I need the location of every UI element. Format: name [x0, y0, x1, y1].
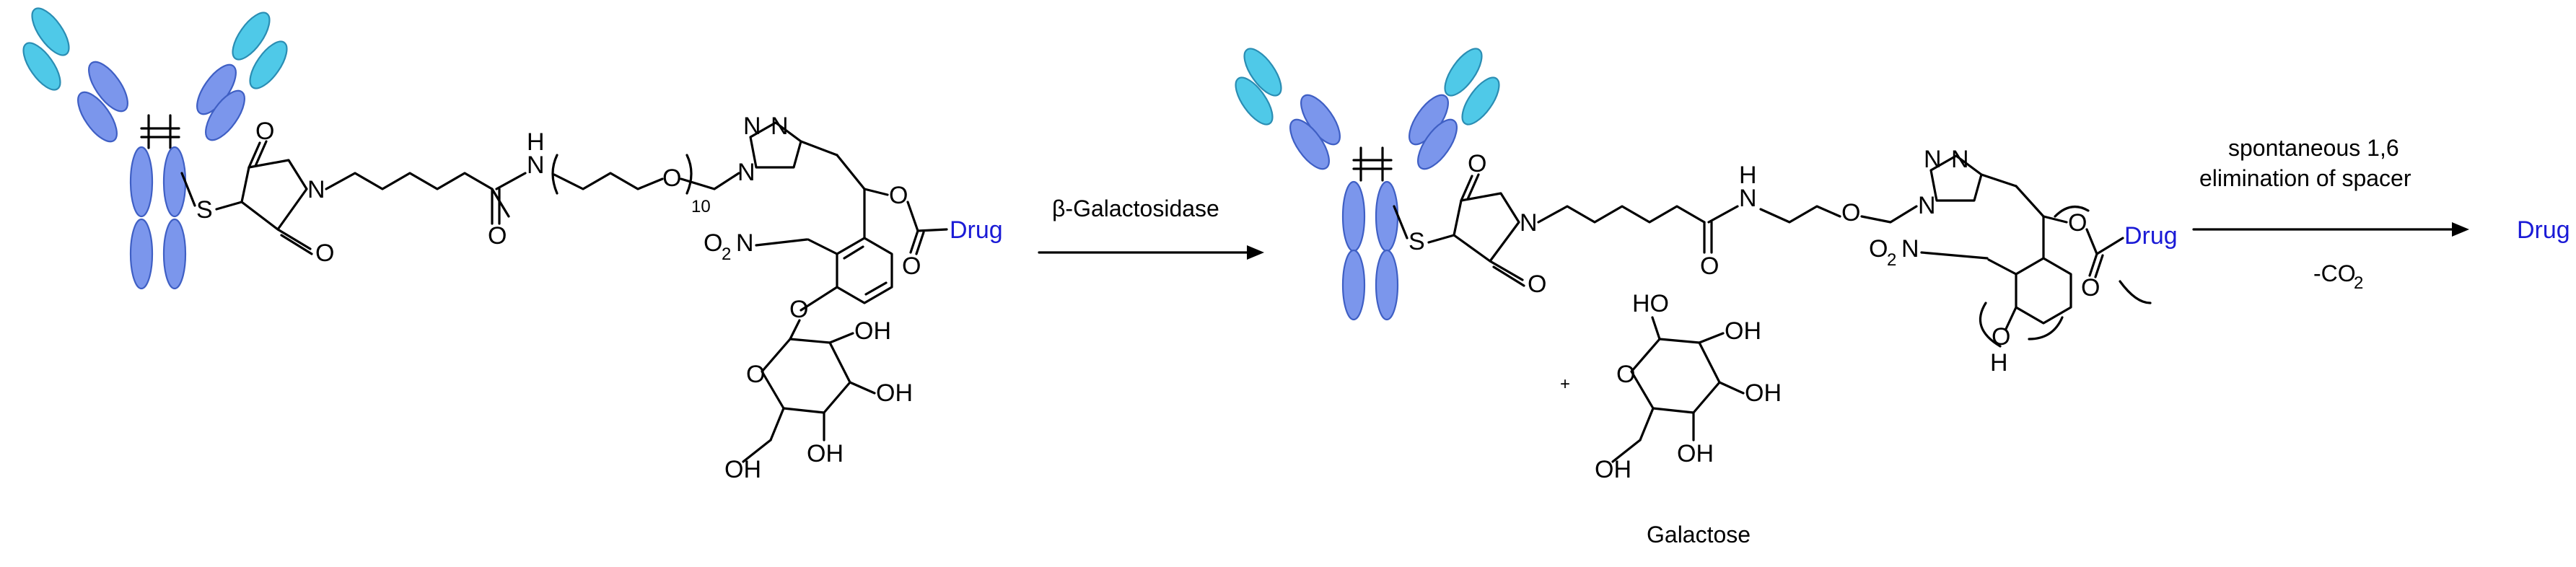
- sulfur-atom: S: [1409, 228, 1425, 255]
- hydroxyl-group: OH: [1725, 317, 1761, 345]
- succinimide-ring: O O: [240, 118, 334, 267]
- co2-label: -CO: [2313, 260, 2356, 286]
- drug-label: Drug: [2124, 222, 2178, 250]
- amide-hydrogen: H: [1739, 162, 1757, 189]
- nitro-subscript: 2: [722, 245, 731, 264]
- peg-repeat-count: 10: [691, 197, 711, 216]
- hydroxyl-group: OH: [1745, 379, 1782, 407]
- carbamate-carbonyl-oxygen: O: [2081, 274, 2100, 302]
- nitro-oxygen: O: [704, 229, 722, 257]
- hydroxyl-group: HO: [1632, 290, 1669, 317]
- nitro-nitrogen: N: [1901, 235, 1919, 263]
- glycosidic-oxygen: O: [789, 296, 808, 323]
- carbonyl-oxygen: O: [315, 239, 334, 267]
- triazole-nitrogen: N: [1918, 192, 1936, 219]
- galactose-byproduct: + O HO OH OH OH OH Galactose: [1560, 290, 1782, 548]
- amide-oxygen: O: [488, 222, 507, 250]
- antibody-icon: [22, 7, 288, 290]
- carbonyl-oxygen: O: [1528, 271, 1546, 298]
- carbamate-carbonyl-oxygen: O: [902, 252, 921, 280]
- triazole-nitrogen: N: [771, 113, 789, 140]
- intermediate-structure: S O O N O N H O N N N O O Drug: [1235, 48, 2178, 377]
- imide-nitrogen: N: [307, 176, 325, 203]
- plus-sign: +: [1560, 374, 1570, 394]
- reaction-arrow-2: spontaneous 1,6 elimination of spacer -C…: [2192, 135, 2469, 293]
- imide-nitrogen: N: [1520, 209, 1538, 237]
- sulfur-atom: S: [196, 196, 213, 224]
- hydroxyl-group: OH: [854, 317, 891, 345]
- triazole-nitrogen: N: [1924, 146, 1942, 173]
- triazole-nitrogen: N: [743, 113, 761, 140]
- ether-oxygen: O: [1841, 199, 1860, 227]
- ether-oxygen: O: [662, 164, 681, 192]
- drug-label: Drug: [950, 216, 1003, 244]
- phenol-hydrogen: H: [1990, 349, 2008, 377]
- nitro-oxygen: O: [1869, 235, 1888, 263]
- hydroxyl-group: OH: [1677, 440, 1714, 467]
- carbonyl-oxygen: O: [1468, 150, 1486, 177]
- amide-nitrogen: N: [527, 151, 545, 179]
- carbamate-oxygen: O: [889, 182, 908, 209]
- hydroxyl-group: OH: [876, 379, 913, 407]
- enzyme-label: β-Galactosidase: [1052, 195, 1219, 221]
- amide-nitrogen: N: [1739, 185, 1757, 212]
- hydroxyl-group: OH: [724, 456, 761, 483]
- nitro-subscript: 2: [1887, 250, 1896, 270]
- hydroxyl-group: OH: [1595, 456, 1631, 483]
- nitro-nitrogen: N: [736, 229, 754, 257]
- elimination-label-line1: spontaneous 1,6: [2228, 135, 2399, 161]
- ring-oxygen: O: [746, 361, 765, 388]
- ring-oxygen: O: [1616, 361, 1635, 388]
- triazole-nitrogen: N: [737, 159, 755, 186]
- carbamate-oxygen: O: [2068, 209, 2087, 237]
- released-drug-label: Drug: [2517, 216, 2570, 244]
- amide-hydrogen: H: [527, 128, 545, 156]
- triazole-nitrogen: N: [1951, 146, 1969, 173]
- co2-subscript: 2: [2354, 273, 2363, 293]
- antibody-icon: [1235, 48, 1500, 321]
- amide-oxygen: O: [1700, 252, 1719, 280]
- hydroxyl-group: OH: [807, 440, 844, 467]
- galactose-caption: Galactose: [1647, 522, 1751, 548]
- galactose-unit: O OH OH OH OH: [724, 317, 913, 483]
- reaction-arrow-1: β-Galactosidase: [1038, 195, 1264, 260]
- adc-structure: S O O N O N H O 10 N N N: [22, 7, 1003, 483]
- elimination-label-line2: elimination of spacer: [2199, 165, 2411, 191]
- carbonyl-oxygen: O: [255, 118, 274, 145]
